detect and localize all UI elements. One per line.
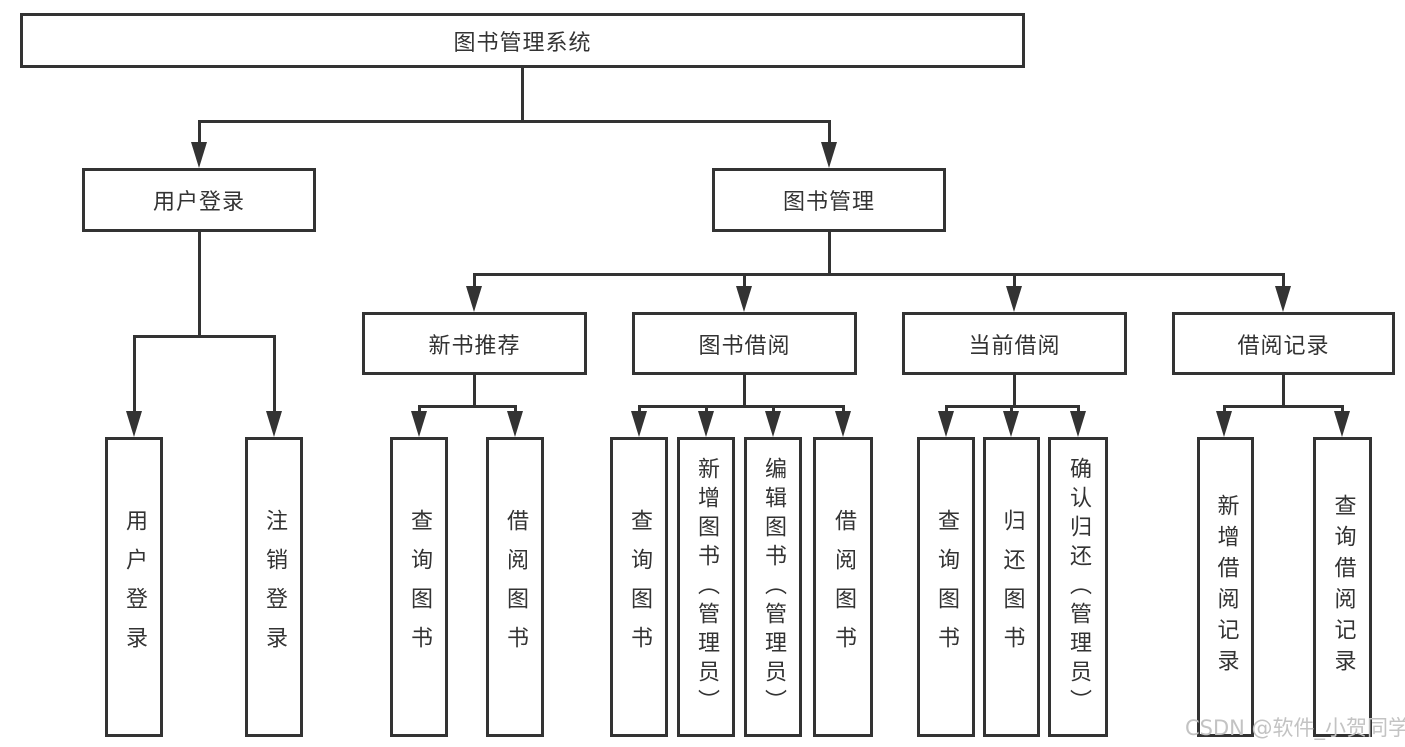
arrowhead-icon [821, 142, 837, 168]
arrowhead-icon [1006, 286, 1022, 312]
connector-line [133, 335, 136, 415]
leaf-label: 查询图书 [407, 509, 432, 665]
node-borrowing-records: 借阅记录 [1172, 312, 1395, 375]
connector-line [743, 273, 746, 290]
node-book-borrowing: 图书借阅 [632, 312, 857, 375]
connector-line [521, 68, 524, 123]
connector-line [705, 405, 708, 415]
connector-line [473, 375, 476, 408]
node-book-management: 图书管理 [712, 168, 946, 232]
connector-line [514, 405, 517, 415]
connector-line [473, 273, 1285, 276]
node-current-borrowing: 当前借阅 [902, 312, 1127, 375]
arrowhead-icon [126, 411, 142, 437]
leaf-edit-books-admin: 编辑图书（管理员） [744, 437, 802, 737]
arrowhead-icon [1070, 411, 1086, 437]
leaf-borrow-books: 借阅图书 [813, 437, 873, 737]
node-library-management-system: 图书管理系统 [20, 13, 1025, 68]
connector-line [828, 232, 831, 276]
csdn-watermark: CSDN @软件_小贺同学 [1185, 716, 1405, 740]
node-new-book-recommend: 新书推荐 [362, 312, 587, 375]
arrowhead-icon [266, 411, 282, 437]
arrowhead-icon [938, 411, 954, 437]
connector-line [1010, 405, 1013, 415]
leaf-query-borrow-record: 查询借阅记录 [1313, 437, 1372, 737]
connector-line [133, 335, 276, 338]
connector-line [1223, 405, 1226, 415]
leaf-label: 确认归还（管理员） [1066, 456, 1091, 718]
connector-line [828, 120, 831, 148]
arrowhead-icon [1334, 411, 1350, 437]
connector-line [1341, 405, 1344, 415]
connector-line [198, 120, 201, 148]
leaf-add-books-admin: 新增图书（管理员） [677, 437, 735, 737]
connector-line [638, 405, 844, 408]
arrowhead-icon [835, 411, 851, 437]
connector-line [743, 375, 746, 408]
arrowhead-icon [507, 411, 523, 437]
connector-line [198, 232, 201, 338]
leaf-label: 借阅图书 [831, 509, 856, 665]
leaf-query-books: 查询图书 [390, 437, 448, 737]
leaf-label: 归还图书 [999, 509, 1025, 665]
connector-line [1077, 405, 1080, 415]
node-user-login: 用户登录 [82, 168, 316, 232]
arrowhead-icon [631, 411, 647, 437]
connector-line [945, 405, 948, 415]
leaf-label: 借阅图书 [503, 509, 528, 665]
connector-line [638, 405, 641, 415]
arrowhead-icon [466, 286, 482, 312]
connector-line [473, 273, 476, 290]
connector-line [273, 335, 276, 415]
arrowhead-icon [1275, 286, 1291, 312]
leaf-label: 查询借阅记录 [1330, 494, 1356, 680]
leaf-label: 新增图书（管理员） [694, 456, 719, 718]
connector-line [1013, 273, 1016, 290]
connector-line [772, 405, 775, 415]
leaf-label: 注销登录 [262, 509, 287, 665]
leaf-return-books: 归还图书 [983, 437, 1040, 737]
connector-line [1223, 405, 1343, 408]
leaf-label: 用户登录 [122, 509, 147, 665]
leaf-logout: 注销登录 [245, 437, 303, 737]
connector-line [198, 120, 831, 123]
connector-line [1013, 375, 1016, 408]
connector-line [418, 405, 516, 408]
leaf-label: 编辑图书（管理员） [761, 456, 786, 718]
connector-line [1282, 273, 1285, 290]
connector-line [1282, 375, 1285, 408]
arrowhead-icon [698, 411, 714, 437]
leaf-add-borrow-record: 新增借阅记录 [1197, 437, 1254, 737]
leaf-label: 新增借阅记录 [1213, 494, 1239, 680]
arrowhead-icon [1003, 411, 1019, 437]
arrowhead-icon [1216, 411, 1232, 437]
arrowhead-icon [736, 286, 752, 312]
leaf-query-books: 查询图书 [610, 437, 668, 737]
arrowhead-icon [411, 411, 427, 437]
connector-line [842, 405, 845, 415]
arrowhead-icon [191, 142, 207, 168]
leaf-query-books: 查询图书 [917, 437, 975, 737]
leaf-borrow-books: 借阅图书 [486, 437, 544, 737]
leaf-label: 查询图书 [934, 509, 959, 665]
arrowhead-icon [765, 411, 781, 437]
leaf-label: 查询图书 [627, 509, 652, 665]
connector-line [418, 405, 421, 415]
leaf-confirm-return-admin: 确认归还（管理员） [1048, 437, 1108, 737]
leaf-user-login: 用户登录 [105, 437, 163, 737]
